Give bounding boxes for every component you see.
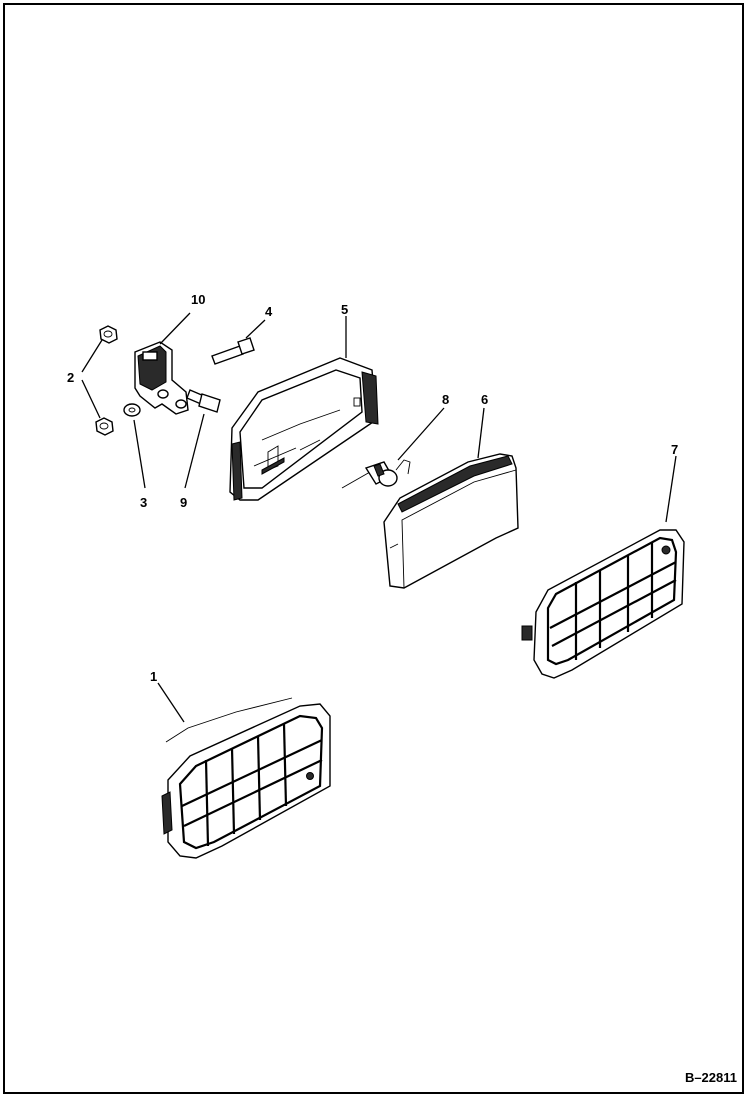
callout-1: 1 xyxy=(150,669,157,684)
leader-9 xyxy=(184,413,205,489)
leader-lines xyxy=(81,312,677,723)
leader-10 xyxy=(159,312,191,345)
leader-2a xyxy=(81,339,103,373)
figure-code: B–22811 xyxy=(684,1070,737,1085)
callout-2: 2 xyxy=(67,370,74,385)
leader-4 xyxy=(245,319,266,339)
callout-5: 5 xyxy=(341,302,348,317)
part-7-guard xyxy=(521,529,685,679)
callout-7: 7 xyxy=(671,442,678,457)
part-8-bulb-socket xyxy=(341,459,411,489)
callout-9: 9 xyxy=(180,495,187,510)
callout-10: 10 xyxy=(191,292,205,307)
callout-4: 4 xyxy=(265,304,273,319)
leader-3 xyxy=(133,419,146,489)
drawing-frame xyxy=(3,3,744,1094)
callout-6: 6 xyxy=(481,392,488,407)
part-2-nut-upper xyxy=(99,325,118,344)
part-2-nut-lower xyxy=(95,417,114,436)
leader-6 xyxy=(477,407,485,459)
leader-7 xyxy=(665,455,677,523)
part-1-guard xyxy=(161,697,331,859)
part-3-washer xyxy=(123,403,141,417)
leader-1 xyxy=(157,682,185,723)
part-4-bolt xyxy=(211,337,255,365)
leader-2b xyxy=(81,379,101,419)
part-6-lens xyxy=(383,453,519,589)
callout-8: 8 xyxy=(442,392,449,407)
leader-8 xyxy=(397,407,445,461)
callout-3: 3 xyxy=(140,495,147,510)
part-9-bolt xyxy=(186,389,221,413)
part-5-housing xyxy=(229,357,379,501)
part-10-bracket xyxy=(134,341,189,415)
